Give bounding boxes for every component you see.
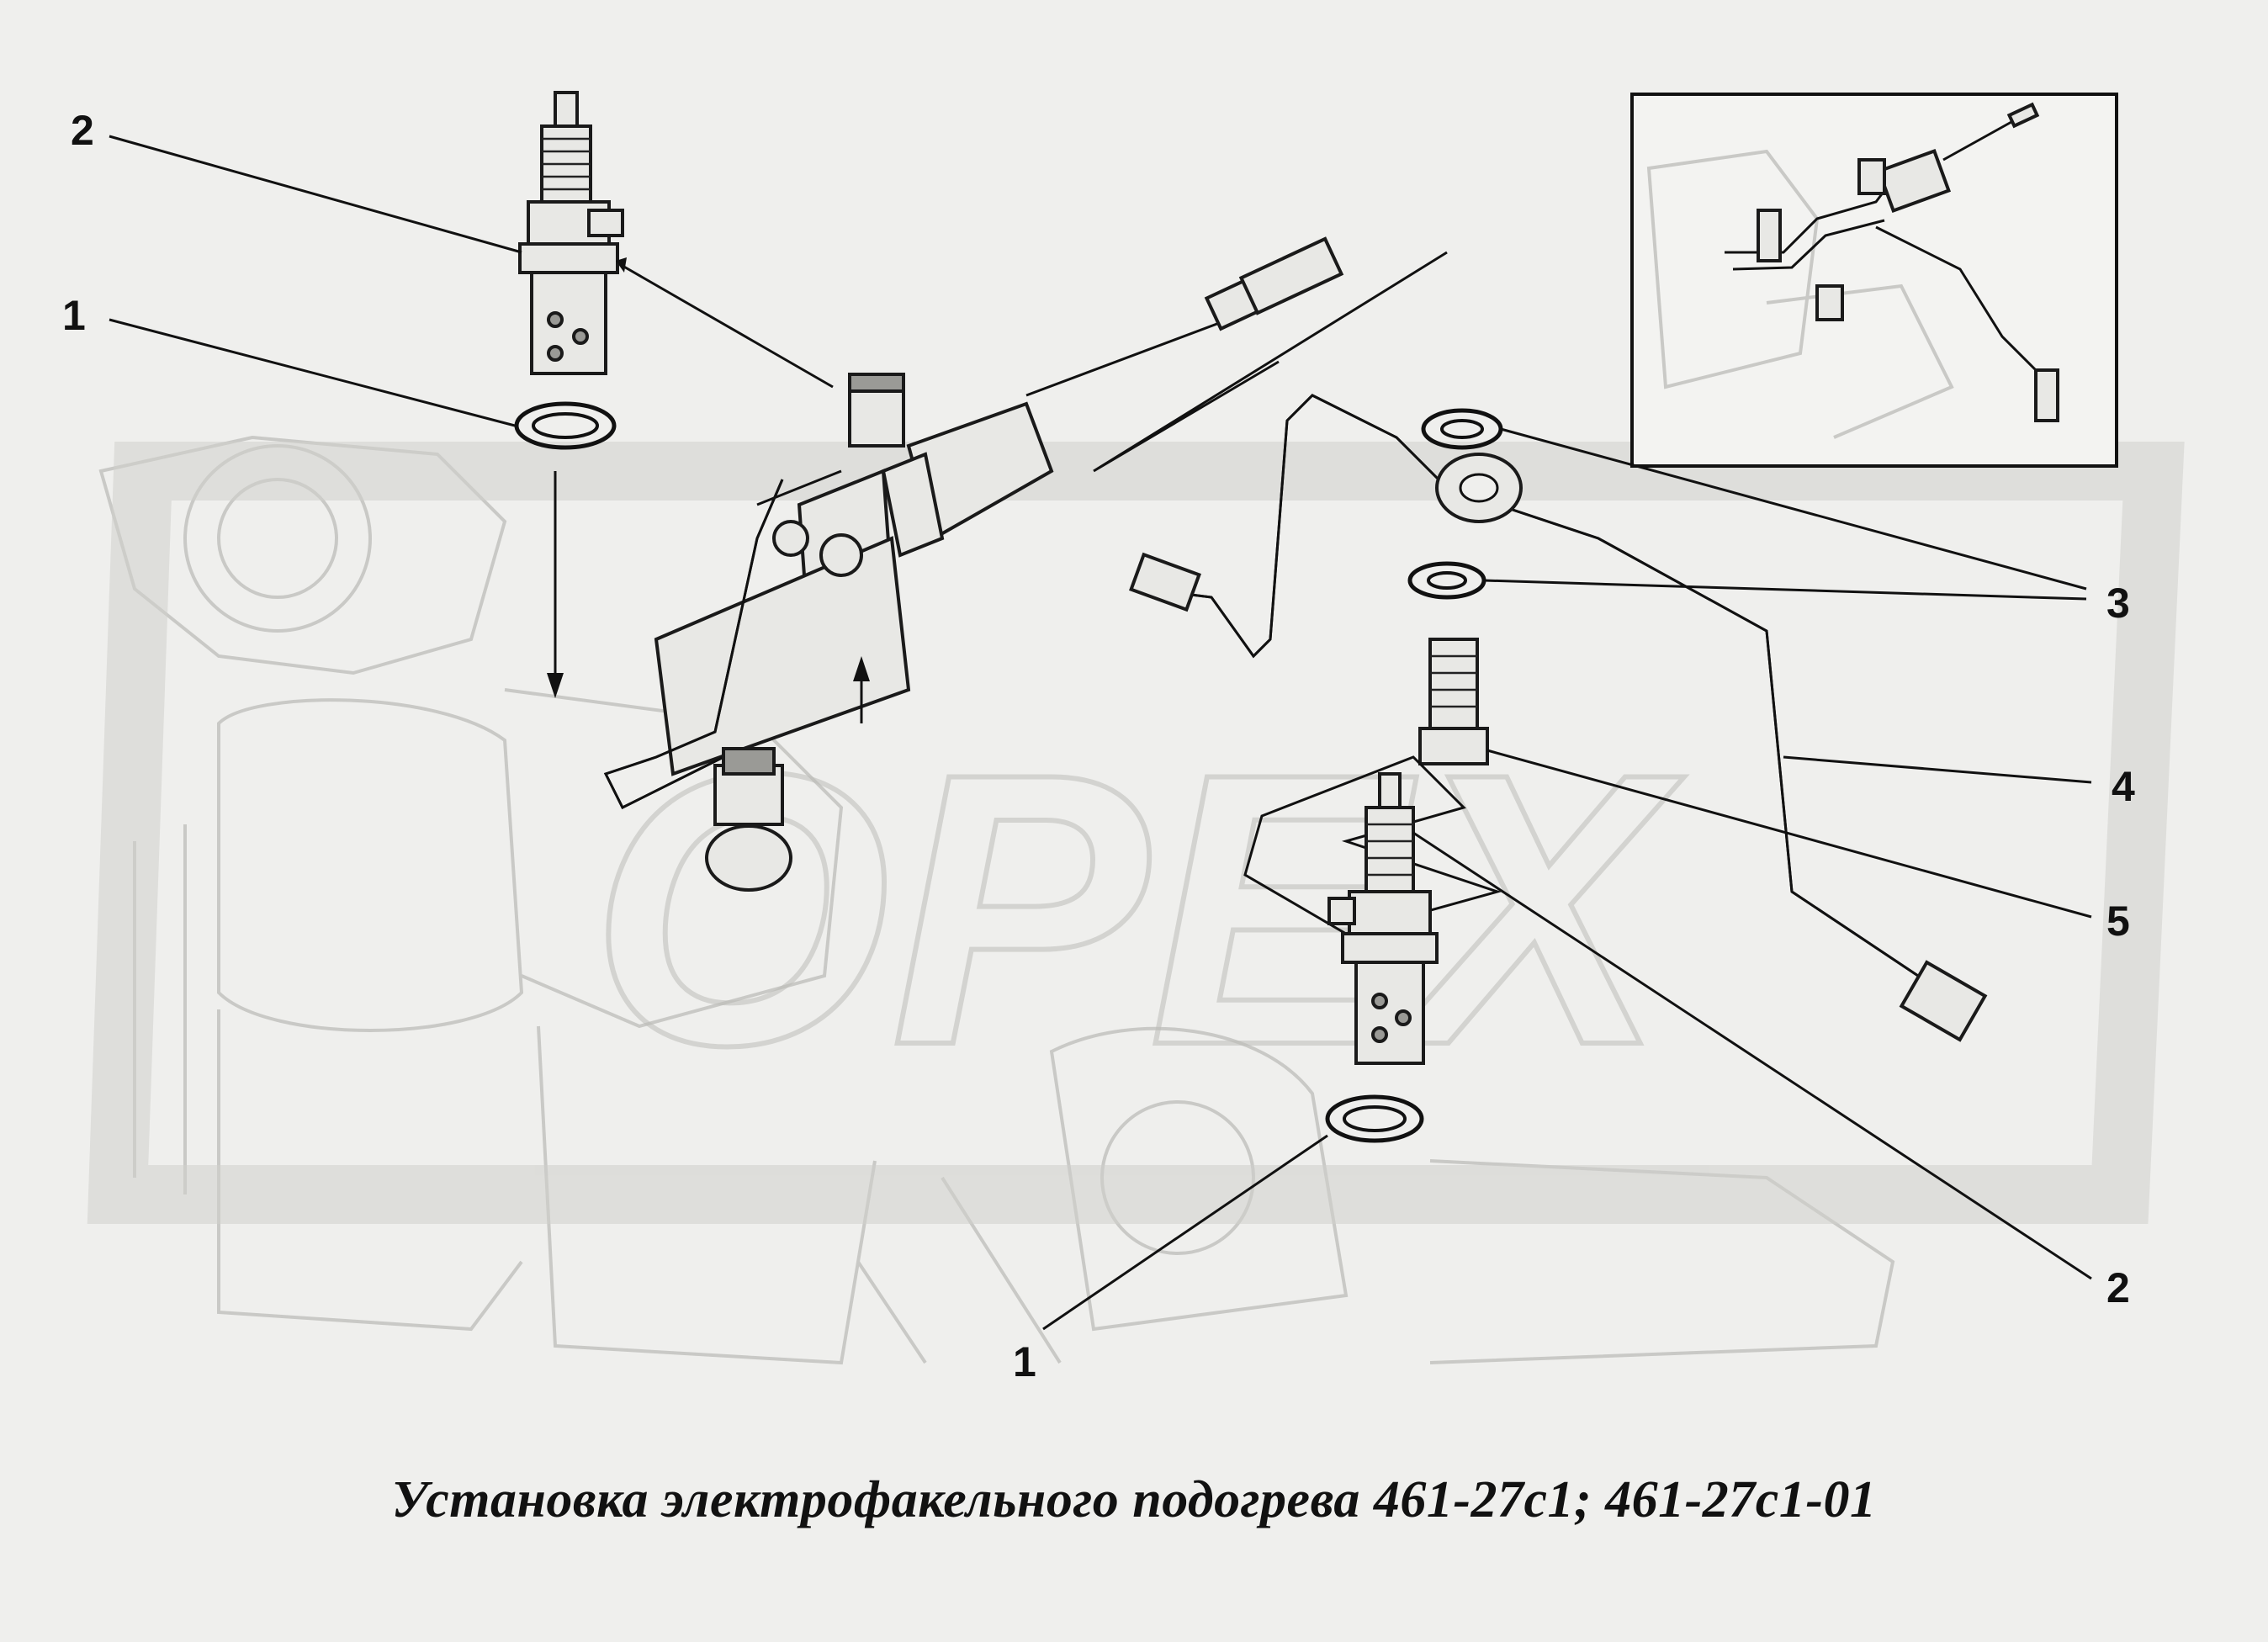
washer-left [514,401,617,450]
banjo-bolt [1418,638,1489,765]
washer-3-bottom [1407,561,1486,600]
callout-4: 4 [2112,763,2135,810]
glow-plug-right [1243,755,1502,1065]
leader-lines [109,135,2092,1331]
glow-plug-left [518,91,624,375]
callout-2-left: 2 [71,107,94,154]
figure-caption: Установка электрофакельного подогрева 46… [391,1471,1877,1528]
callout-1-left: 1 [62,292,86,339]
fuel-valve-assembly [603,236,1344,892]
callout-5: 5 [2106,898,2130,945]
callout-3: 3 [2106,580,2130,627]
callout-2-right: 2 [2106,1264,2130,1311]
fuel-pipe-right [1093,251,1988,1042]
callouts: 2 1 3 4 5 2 1 [62,107,2135,1385]
inset-view [1630,93,2118,468]
washer-bottom [1325,1094,1424,1143]
callout-1-bottom: 1 [1013,1338,1036,1385]
